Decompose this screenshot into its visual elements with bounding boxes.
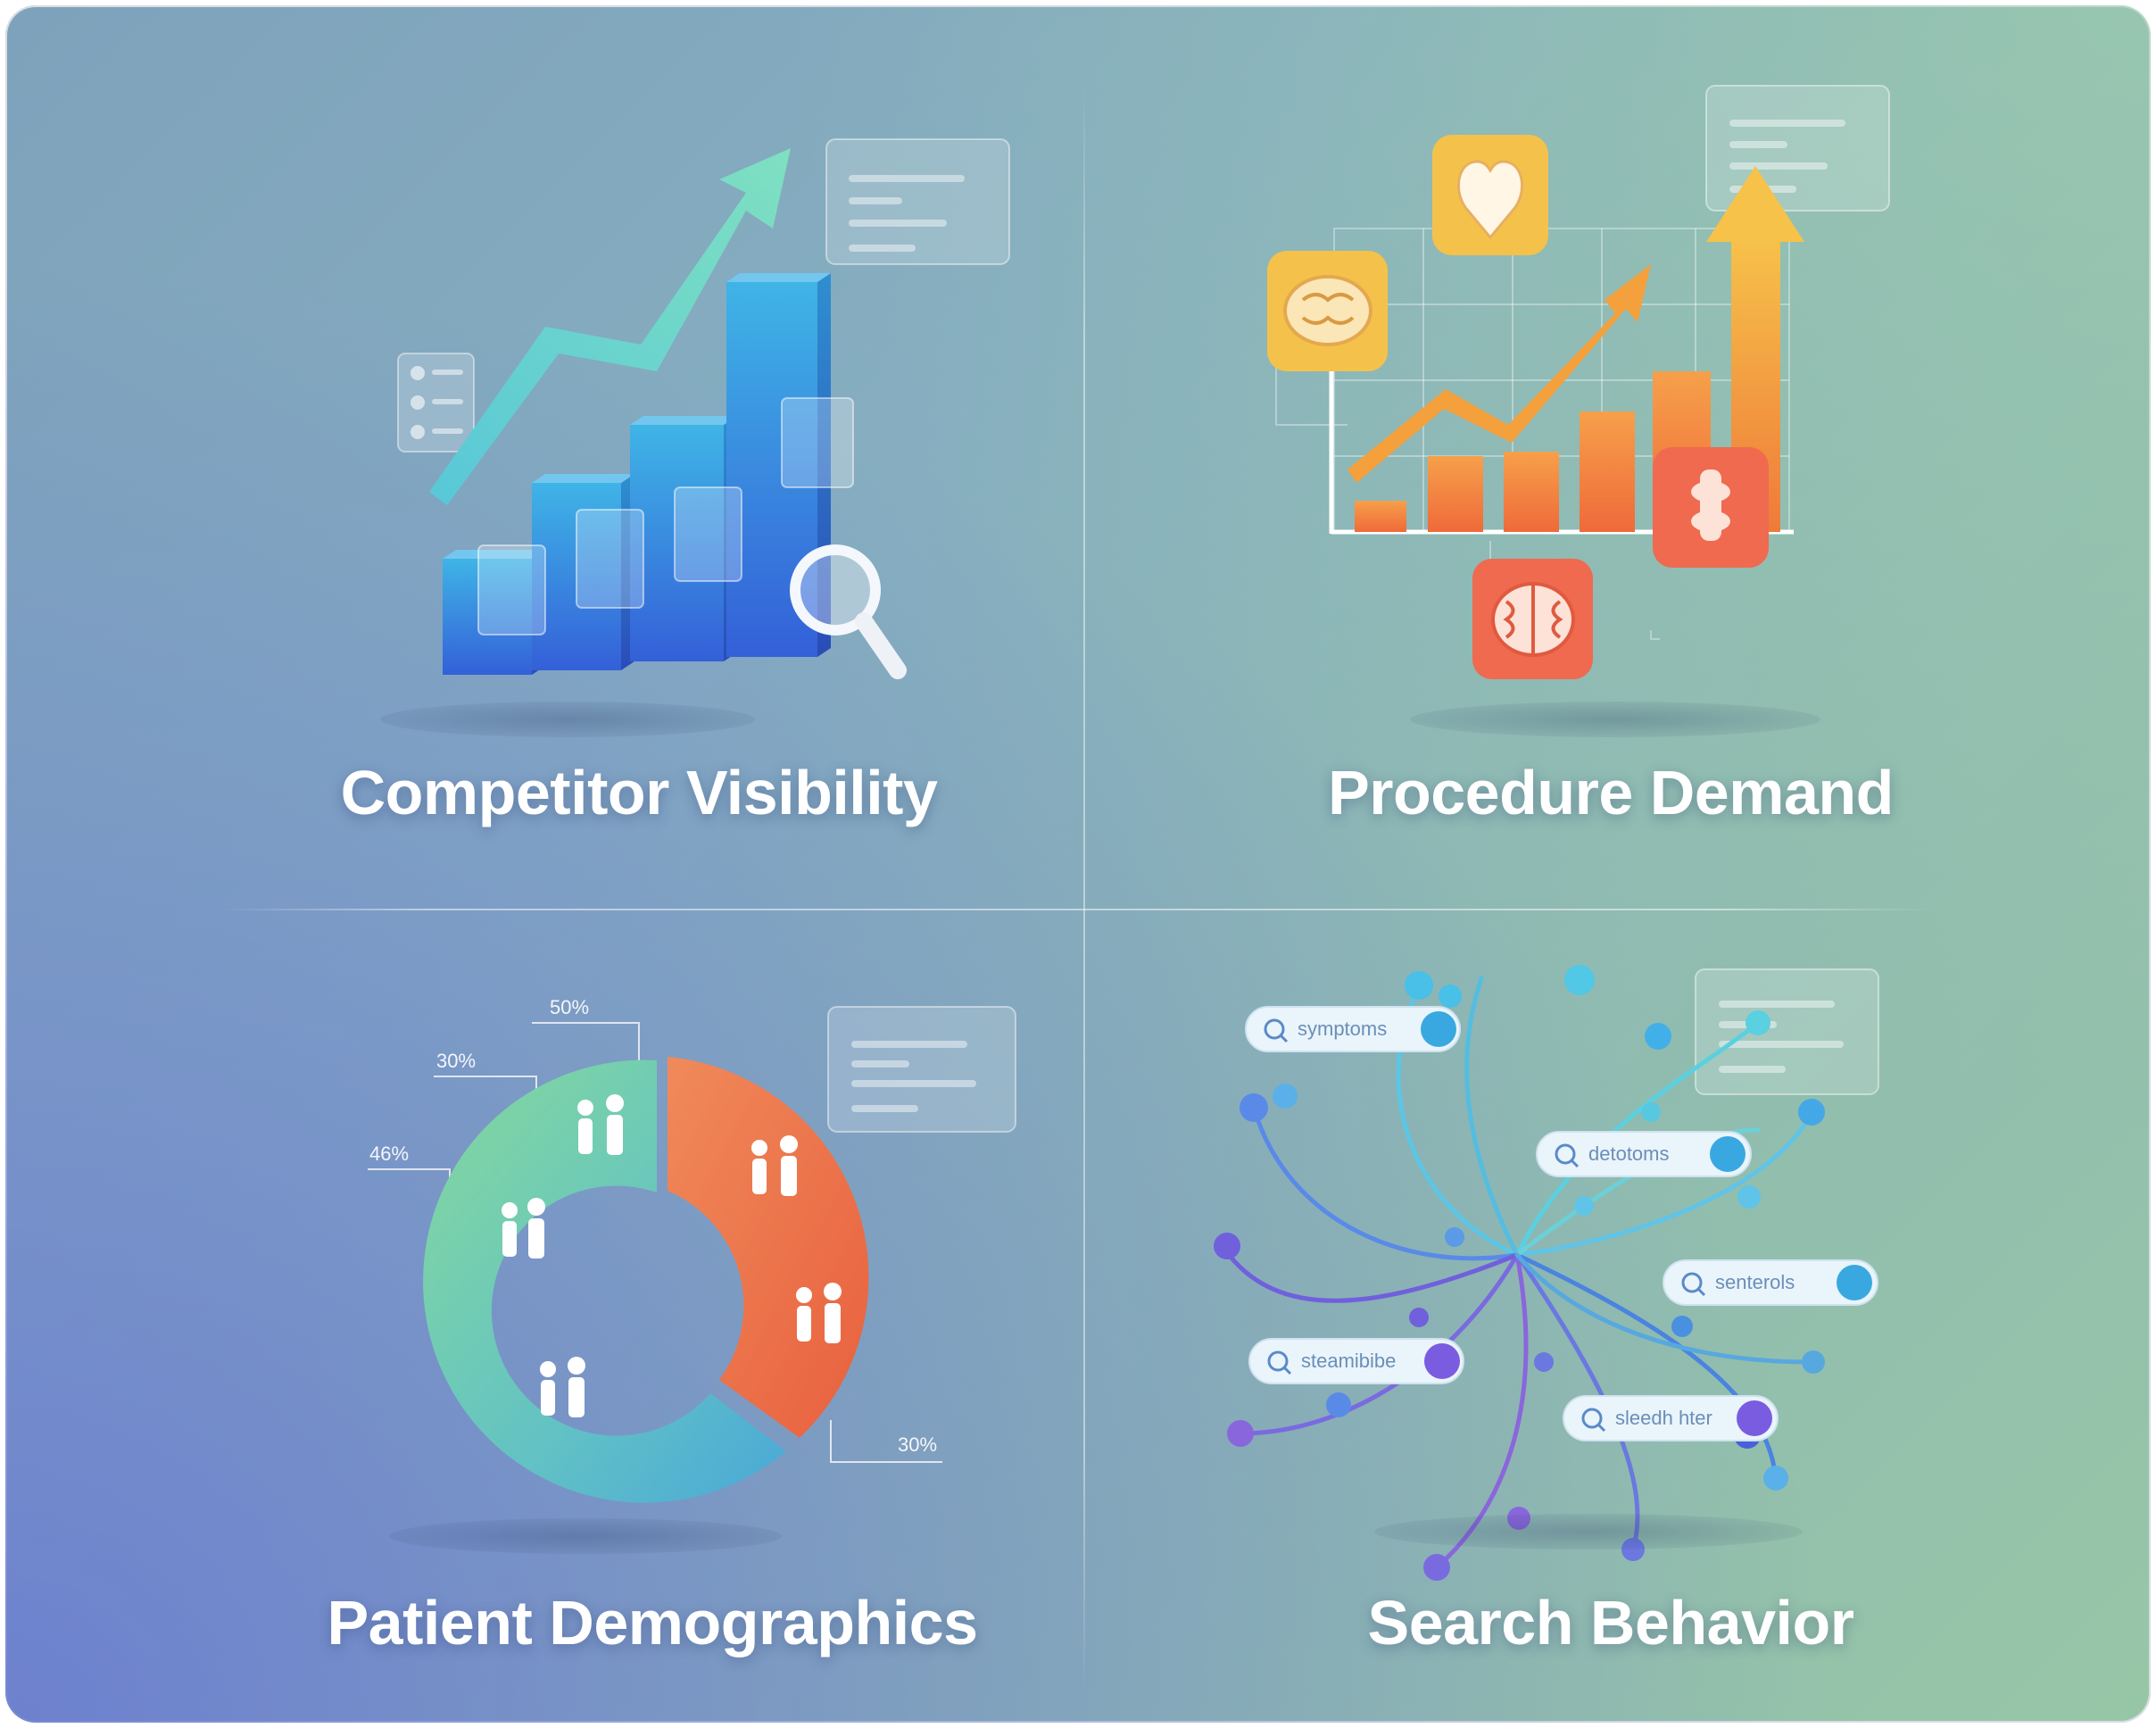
competitor-chart-illustration xyxy=(397,138,1010,679)
horizontal-divider xyxy=(220,909,1933,910)
shadow xyxy=(389,1518,782,1554)
chip-label-symptoms[interactable]: symptoms xyxy=(1298,1018,1388,1040)
label-50: 50% xyxy=(550,996,590,1018)
vertical-divider xyxy=(1083,86,1085,1692)
chip-label-steamibibe[interactable]: steamibibe xyxy=(1301,1350,1397,1372)
caption-procedure-demand: Procedure Demand xyxy=(1328,758,1894,827)
search-chip-senterols xyxy=(1663,1259,1878,1306)
demographics-donut-illustration xyxy=(368,1006,1016,1503)
procedure-chart-illustration xyxy=(1267,85,1890,679)
main-frame: Competitor Visibility xyxy=(5,5,2151,1723)
search-chip-symptoms xyxy=(1245,1006,1461,1052)
chip-label-detotoms[interactable]: detotoms xyxy=(1588,1142,1670,1165)
label-30-bottom: 30% xyxy=(898,1433,938,1456)
chip-label-senterols[interactable]: senterols xyxy=(1715,1271,1795,1293)
search-chip-sleedh-hter xyxy=(1563,1395,1779,1441)
caption-search-behavior: Search Behavior xyxy=(1367,1588,1854,1657)
panel-competitor-visibility[interactable]: Competitor Visibility xyxy=(5,5,1076,862)
search-chip-detotoms xyxy=(1536,1131,1752,1177)
caption-competitor-visibility: Competitor Visibility xyxy=(340,758,938,827)
panel-patient-demographics[interactable]: 50% 30% 46% 30% Patient Demographics xyxy=(5,862,1076,1719)
search-network-illustration xyxy=(1214,965,1879,1581)
chip-label-sleedh-hter[interactable]: sleedh hter xyxy=(1615,1407,1712,1429)
caption-patient-demographics: Patient Demographics xyxy=(327,1588,978,1657)
panel-search-behavior[interactable]: symptoms detotoms senterols steamibibe s… xyxy=(1080,862,2151,1719)
shadow xyxy=(1410,702,1820,737)
shadow xyxy=(1374,1514,1803,1549)
label-30-top: 30% xyxy=(436,1050,477,1072)
label-46: 46% xyxy=(369,1142,410,1165)
search-chip-steamibibe xyxy=(1248,1338,1464,1384)
shadow xyxy=(380,702,755,737)
panel-procedure-demand[interactable]: Procedure Demand xyxy=(1080,5,2151,862)
